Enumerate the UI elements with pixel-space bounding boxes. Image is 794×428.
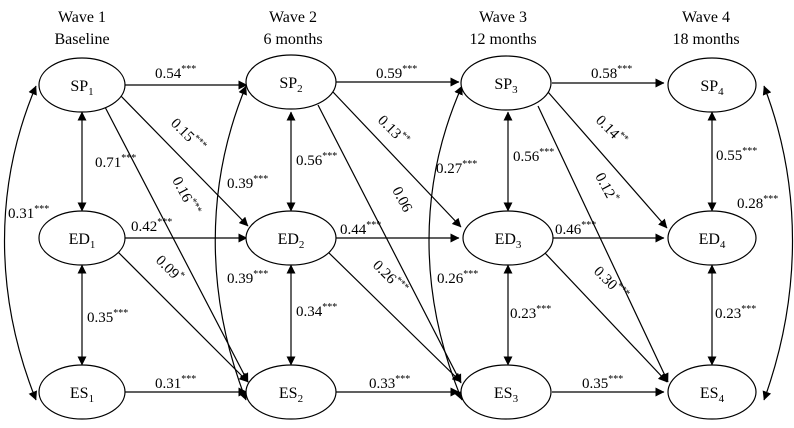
node-ed2-label: ED2: [278, 231, 305, 251]
path-sp2-es3: [317, 104, 462, 384]
node-es1-label: ES1: [70, 385, 94, 405]
coef-sp2-ed2: 0.56***: [296, 151, 337, 169]
coef-ed1-es1: 0.35***: [87, 308, 128, 326]
node-ed4-label: ED4: [699, 231, 726, 251]
path-sp3-ed4: [547, 91, 668, 229]
coef-ed4-es4: 0.23***: [715, 304, 756, 322]
path-sp4-es4: [762, 85, 794, 401]
wave-4-title: Wave 4: [682, 9, 730, 26]
coef-ed3-es4: 0.30***: [590, 262, 632, 304]
node-sp1-label: SP1: [70, 78, 93, 98]
coef-ed2-es2: 0.34***: [296, 302, 337, 320]
wave-1-subtitle: Baseline: [54, 31, 109, 48]
path-sp1-ed2: [117, 92, 249, 227]
node-es4-label: ES4: [700, 385, 725, 405]
node-es4: [667, 364, 757, 420]
coef-sp1-ed1: 0.71***: [95, 153, 136, 171]
wave-2-title: Wave 2: [269, 9, 317, 26]
coef-sp2-sp3: 0.59***: [376, 64, 417, 82]
coef-ed1-ed2: 0.42***: [131, 217, 172, 235]
coef-ed3-ed4: 0.46***: [555, 220, 596, 238]
wave-headers: Wave 1 Baseline Wave 2 6 months Wave 3 1…: [54, 9, 739, 48]
node-sp3-label: SP3: [494, 76, 518, 96]
coef-ed2-es3: 0.26***: [369, 256, 411, 298]
wave-4-subtitle: 18 months: [672, 31, 739, 48]
path-sp2-es2: [214, 85, 248, 401]
coef-sp4-ed4: 0.55***: [716, 146, 757, 164]
path-sp3-es3: [428, 85, 463, 401]
coef-ed1-es2: 0.09*: [152, 251, 187, 286]
node-ed4: [667, 210, 757, 266]
path-ed1-es2: [117, 251, 249, 383]
node-sp4-label: SP4: [700, 78, 724, 98]
paths: [3, 77, 794, 401]
nodes: SP1 SP2 SP3 SP4 ED1 ED2 ED3 ED4 ES1 ES2 …: [38, 54, 757, 420]
coef-es2-es3: 0.33***: [369, 374, 410, 392]
coef-es3-es4: 0.35***: [582, 374, 623, 392]
coef-sp2-ed3: 0.13**: [374, 111, 412, 149]
node-sp1: [38, 57, 126, 113]
wave-1-title: Wave 1: [58, 9, 106, 26]
node-es1: [38, 364, 126, 420]
coef-sp2-es2-bottom: 0.39***: [227, 269, 268, 287]
path-ed3-es4: [544, 252, 668, 383]
node-ed3-label: ED3: [495, 231, 522, 251]
node-sp3: [460, 55, 552, 111]
node-es2-label: ES2: [279, 385, 303, 405]
node-es3: [460, 364, 552, 420]
node-sp2-label: SP2: [279, 75, 302, 95]
coef-sp2-es3: 0.06: [388, 184, 415, 215]
coef-sp1-es2: 0.16***: [168, 173, 203, 218]
path-sp1-es2: [104, 106, 249, 383]
wave-3-title: Wave 3: [479, 9, 527, 26]
node-sp4: [667, 57, 757, 113]
wave-2-subtitle: 6 months: [263, 31, 322, 48]
wave-3-subtitle: 12 months: [469, 31, 536, 48]
coef-sp2-es2-top: 0.39***: [227, 174, 268, 192]
coef-sp3-ed3: 0.56***: [513, 147, 554, 165]
coefficient-labels: 0.54*** 0.59*** 0.58*** 0.42*** 0.44*** …: [8, 64, 778, 392]
coef-sp1-es1: 0.31***: [8, 204, 49, 222]
node-ed1-label: ED1: [69, 231, 96, 251]
node-es3-label: ES3: [494, 385, 519, 405]
path-ed2-es3: [327, 251, 462, 383]
coef-sp3-es3-bottom: 0.26***: [437, 269, 478, 287]
node-ed3: [462, 210, 554, 266]
coef-sp3-es3-top: 0.27***: [436, 159, 477, 177]
coef-sp4-es4: 0.28***: [737, 194, 778, 212]
coef-sp3-ed4: 0.14**: [592, 111, 630, 149]
node-ed2: [245, 210, 337, 266]
node-es2: [245, 364, 337, 420]
coef-sp1-sp2: 0.54***: [155, 64, 196, 82]
node-sp2: [245, 54, 337, 110]
coef-ed3-es3: 0.23***: [510, 304, 551, 322]
coef-ed2-ed3: 0.44***: [340, 220, 381, 238]
coef-sp3-es4: 0.12*: [591, 169, 622, 205]
path-sp2-ed3: [332, 91, 462, 228]
path-sp1-es1: [3, 85, 38, 401]
node-ed1: [38, 210, 126, 266]
coef-sp3-sp4: 0.58***: [591, 64, 632, 82]
coef-es1-es2: 0.31***: [155, 374, 196, 392]
path-sp3-es4: [537, 105, 669, 383]
